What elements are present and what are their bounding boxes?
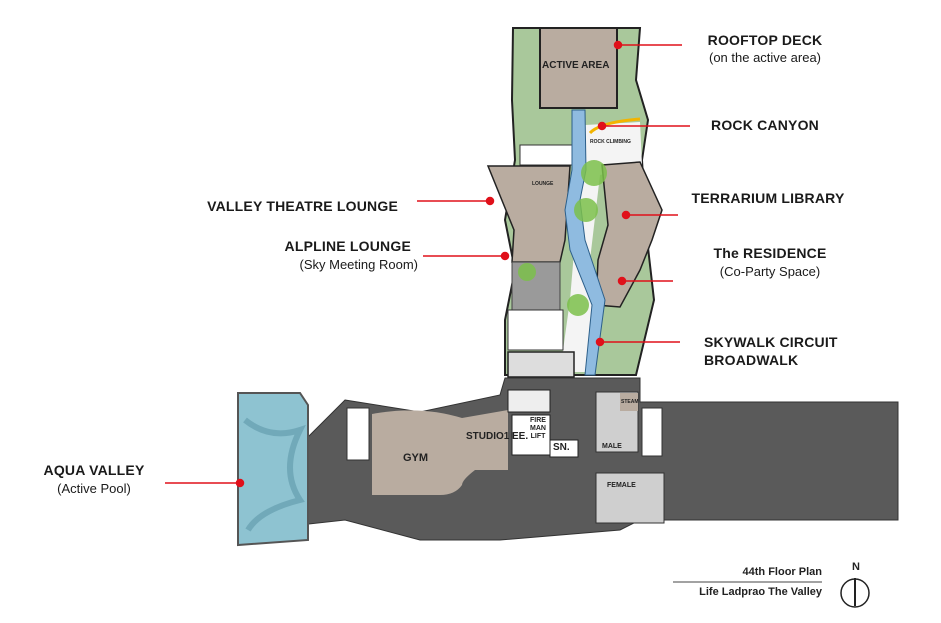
female-label: FEMALE [607, 482, 636, 489]
callout-dot [597, 121, 607, 131]
rooftop-deck-subtitle: (on the active area) [708, 50, 822, 65]
terrarium-residence-room [595, 161, 663, 308]
aqua-valley-pool [237, 392, 309, 547]
callout-dot [500, 251, 510, 261]
tree-icon [567, 294, 589, 316]
aqua-valley-title: AQUA VALLEY [43, 462, 145, 478]
terrarium-library-title: TERRARIUM LIBRARY [691, 190, 845, 206]
rock-canyon-title: ROCK CANYON [711, 117, 819, 133]
tree-icon [574, 198, 598, 222]
the-residence-title: The RESIDENCE [713, 245, 827, 261]
gym-room [372, 410, 462, 495]
tree-icon [518, 263, 536, 281]
valley-theatre-lounge-title: VALLEY THEATRE LOUNGE [207, 198, 398, 214]
gym-label: GYM [403, 452, 429, 464]
callout-dot [621, 210, 631, 220]
studio-label: STUDIO1 [466, 431, 510, 442]
active-area-room [539, 27, 618, 109]
callout-dot [235, 478, 245, 488]
compass-label: N [852, 561, 860, 573]
rock-climbing-wall [588, 117, 641, 135]
tree-icon [581, 160, 607, 186]
active-area-label: ACTIVE AREA [542, 60, 610, 71]
lounge-label: LOUNGE [532, 181, 554, 187]
rock-climbing-label: ROCK CLIMBING [590, 139, 631, 145]
callout-dot [595, 337, 605, 347]
valley-theatre-lounge-room [486, 165, 571, 263]
the-residence-subtitle: (Co-Party Space) [719, 264, 821, 279]
rooftop-deck-title: ROOFTOP DECK [707, 32, 823, 48]
caption-floor: 44th Floor Plan [742, 566, 822, 578]
callout-dot [613, 40, 623, 50]
female-toilet [595, 472, 665, 524]
studio-room [462, 410, 508, 485]
steam-label: STEAM [621, 399, 639, 405]
skywalk-title-line1: SKYWALK CIRCUIT [704, 334, 838, 350]
ee-label: EE. [512, 431, 529, 442]
aqua-valley-subtitle: (Active Pool) [57, 481, 131, 496]
skywalk-title-line2: BROADWALK [704, 352, 799, 368]
caption-project: Life Ladprao The Valley [699, 586, 822, 598]
callout-dot [617, 276, 627, 286]
north-arrow-icon [840, 578, 870, 608]
callout-dot [485, 196, 495, 206]
fireman-lift-label: FIRE MAN LIFT [530, 417, 546, 440]
male-label: MALE [602, 443, 622, 450]
alpline-lounge-subtitle: (Sky Meeting Room) [299, 257, 418, 272]
sn-label: SN. [553, 442, 570, 453]
alpline-lounge-title: ALPLINE LOUNGE [284, 238, 411, 254]
